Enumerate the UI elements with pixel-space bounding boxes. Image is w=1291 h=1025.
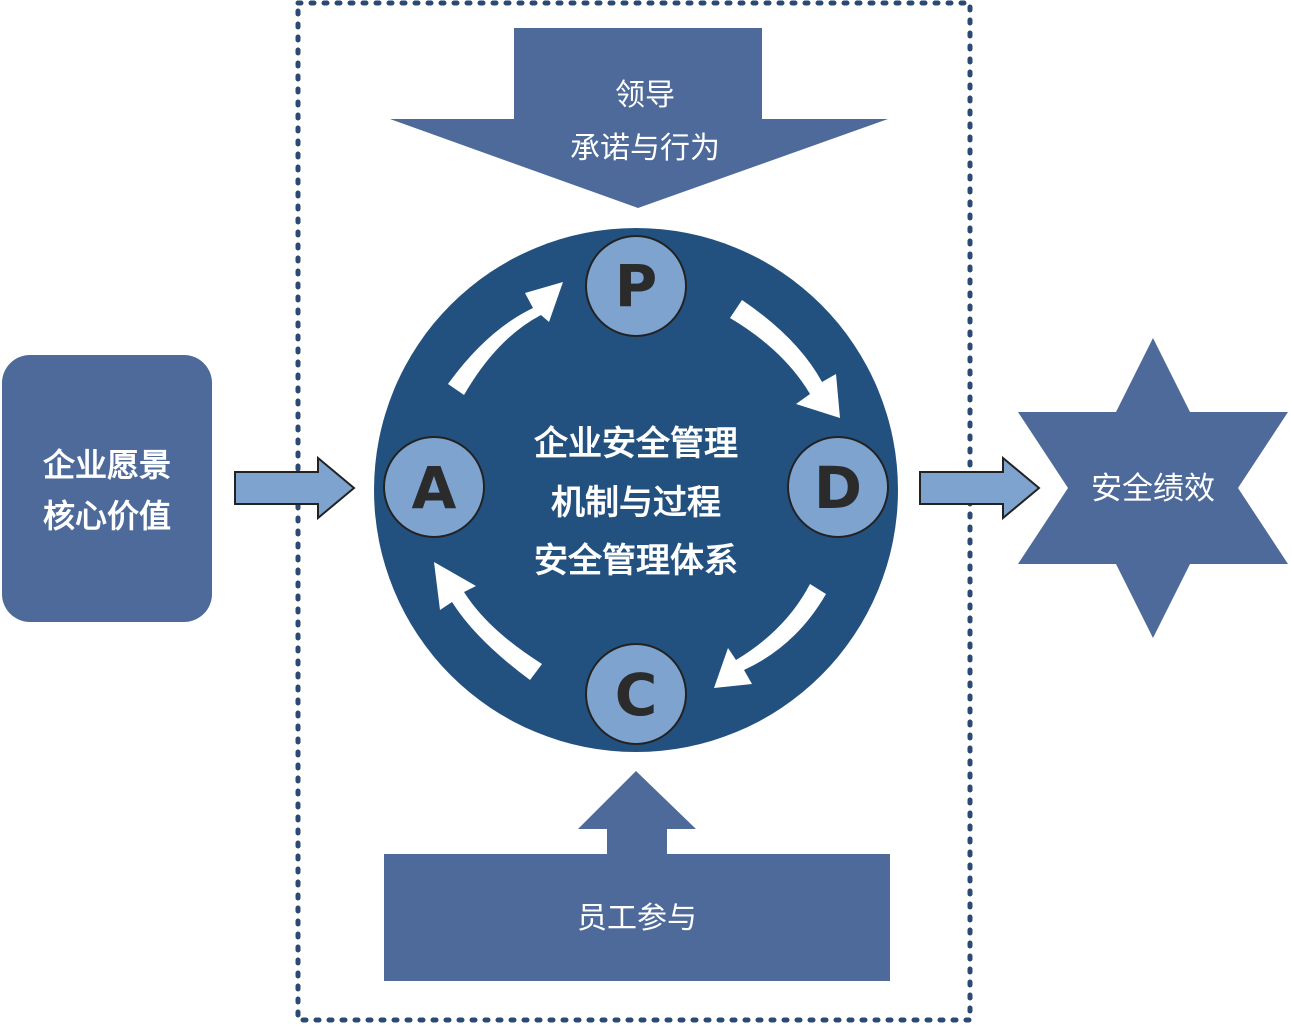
node-a <box>383 436 485 538</box>
participation-arrow <box>578 771 696 855</box>
performance-label: 安全绩效 <box>1091 471 1215 507</box>
commitment-label: 承诺与行为 <box>570 131 720 166</box>
arrow-d-to-c <box>714 584 826 688</box>
node-c <box>585 643 687 745</box>
node-d <box>787 436 889 538</box>
arrow-c-to-a <box>434 562 542 680</box>
right-output-arrow <box>919 455 1041 521</box>
vision-label: 企业愿景 <box>43 446 171 484</box>
core-values-label: 核心价值 <box>43 497 171 535</box>
center-line-3: 安全管理体系 <box>534 541 738 581</box>
arrow-p-to-d <box>730 300 840 418</box>
leadership-label: 领导 <box>615 78 675 113</box>
employee-participation-label: 员工参与 <box>577 901 697 936</box>
node-c-letter: C <box>615 661 658 729</box>
center-line-1: 企业安全管理 <box>534 424 738 464</box>
performance-star <box>1018 338 1288 638</box>
cycle-arrows <box>434 282 840 688</box>
vision-values-box <box>2 355 212 622</box>
center-line-2: 机制与过程 <box>551 483 721 523</box>
node-a-letter: A <box>412 454 457 522</box>
node-p-letter: P <box>615 252 658 320</box>
left-input-arrow <box>234 455 356 521</box>
employee-participation-box <box>384 854 890 981</box>
dotted-boundary <box>295 0 973 1023</box>
arrow-a-to-p <box>448 282 563 395</box>
node-p <box>585 235 687 337</box>
management-circle <box>374 228 898 752</box>
leadership-arrow <box>390 28 888 208</box>
node-d-letter: D <box>814 454 862 522</box>
